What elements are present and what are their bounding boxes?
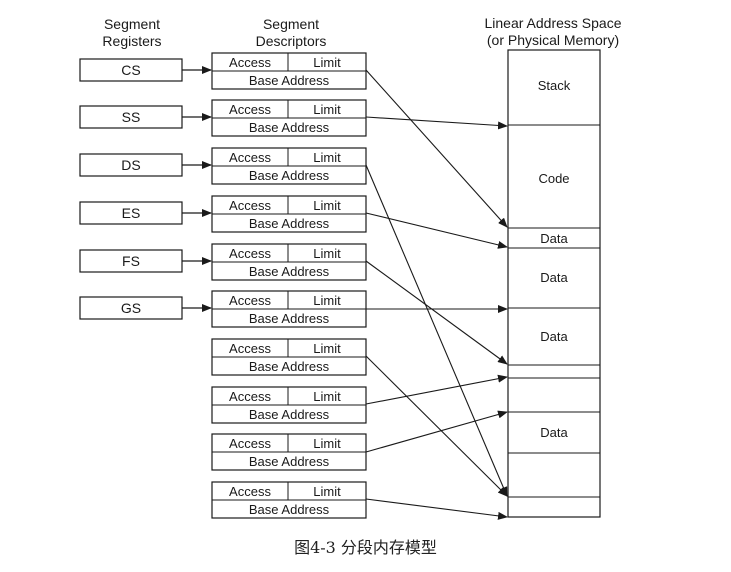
access-field-label: Access [229, 341, 271, 356]
memory-segment-data-label: Data [540, 270, 568, 285]
memory-segment-data-label: Data [540, 425, 568, 440]
base-address-field-label: Base Address [249, 264, 330, 279]
base-address-field-label: Base Address [249, 407, 330, 422]
memory-segment-code-label: Code [538, 171, 569, 186]
memory-column [507, 49, 601, 518]
register-fs: FS [79, 249, 212, 273]
access-field-label: Access [229, 55, 271, 70]
limit-field-label: Limit [313, 436, 341, 451]
register-cs: CS [79, 58, 212, 82]
memory-segment-stack-label: Stack [538, 78, 571, 93]
access-field-label: Access [229, 389, 271, 404]
limit-field-label: Limit [313, 150, 341, 165]
descriptors-header-line1: Segment [263, 16, 319, 32]
limit-field-label: Limit [313, 102, 341, 117]
limit-field-label: Limit [313, 55, 341, 70]
base-address-field-label: Base Address [249, 311, 330, 326]
base-address-field-label: Base Address [249, 216, 330, 231]
register-label: GS [121, 300, 141, 316]
register-label: FS [122, 253, 140, 269]
base-address-field-label: Base Address [249, 168, 330, 183]
segment-registers: CS SS DS ES FS GS [79, 58, 212, 320]
access-field-label: Access [229, 150, 271, 165]
registers-header-line2: Registers [102, 33, 161, 49]
memory-segment-data-label: Data [540, 329, 568, 344]
register-label: ES [122, 205, 141, 221]
access-field-label: Access [229, 198, 271, 213]
access-field-label: Access [229, 102, 271, 117]
base-address-field-label: Base Address [249, 120, 330, 135]
register-ds: DS [79, 153, 212, 177]
access-field-label: Access [229, 246, 271, 261]
base-address-arrow [365, 164, 508, 497]
base-address-arrow [365, 355, 508, 497]
memory-header-line2: (or Physical Memory) [487, 32, 619, 48]
limit-field-label: Limit [313, 293, 341, 308]
base-address-arrow [365, 374, 508, 405]
base-address-field-label: Base Address [249, 359, 330, 374]
memory-segment-data-label: Data [540, 231, 568, 246]
base-address-arrow [365, 212, 508, 249]
memory-header-line1: Linear Address Space [485, 15, 622, 31]
registers-header-line1: Segment [104, 16, 160, 32]
register-label: DS [121, 157, 140, 173]
limit-field-label: Limit [313, 341, 341, 356]
base-address-field-label: Base Address [249, 73, 330, 88]
base-address-arrow [365, 498, 508, 520]
descriptor-to-memory-arrows [365, 69, 508, 520]
access-field-label: Access [229, 484, 271, 499]
register-label: CS [121, 62, 140, 78]
base-address-field-label: Base Address [249, 454, 330, 469]
descriptors-header-line2: Descriptors [256, 33, 327, 49]
base-address-arrow [365, 116, 508, 130]
register-es: ES [79, 201, 212, 225]
limit-field-label: Limit [313, 198, 341, 213]
limit-field-label: Limit [313, 246, 341, 261]
base-address-arrow [365, 260, 508, 365]
register-ss: SS [79, 105, 212, 129]
limit-field-label: Limit [313, 389, 341, 404]
base-address-field-label: Base Address [249, 502, 330, 517]
limit-field-label: Limit [313, 484, 341, 499]
figure-caption: 图4-3 分段内存模型 [294, 538, 437, 557]
base-address-arrow [365, 410, 508, 453]
access-field-label: Access [229, 436, 271, 451]
register-label: SS [122, 109, 141, 125]
register-gs: GS [79, 296, 212, 320]
access-field-label: Access [229, 293, 271, 308]
base-address-arrow [365, 69, 508, 228]
